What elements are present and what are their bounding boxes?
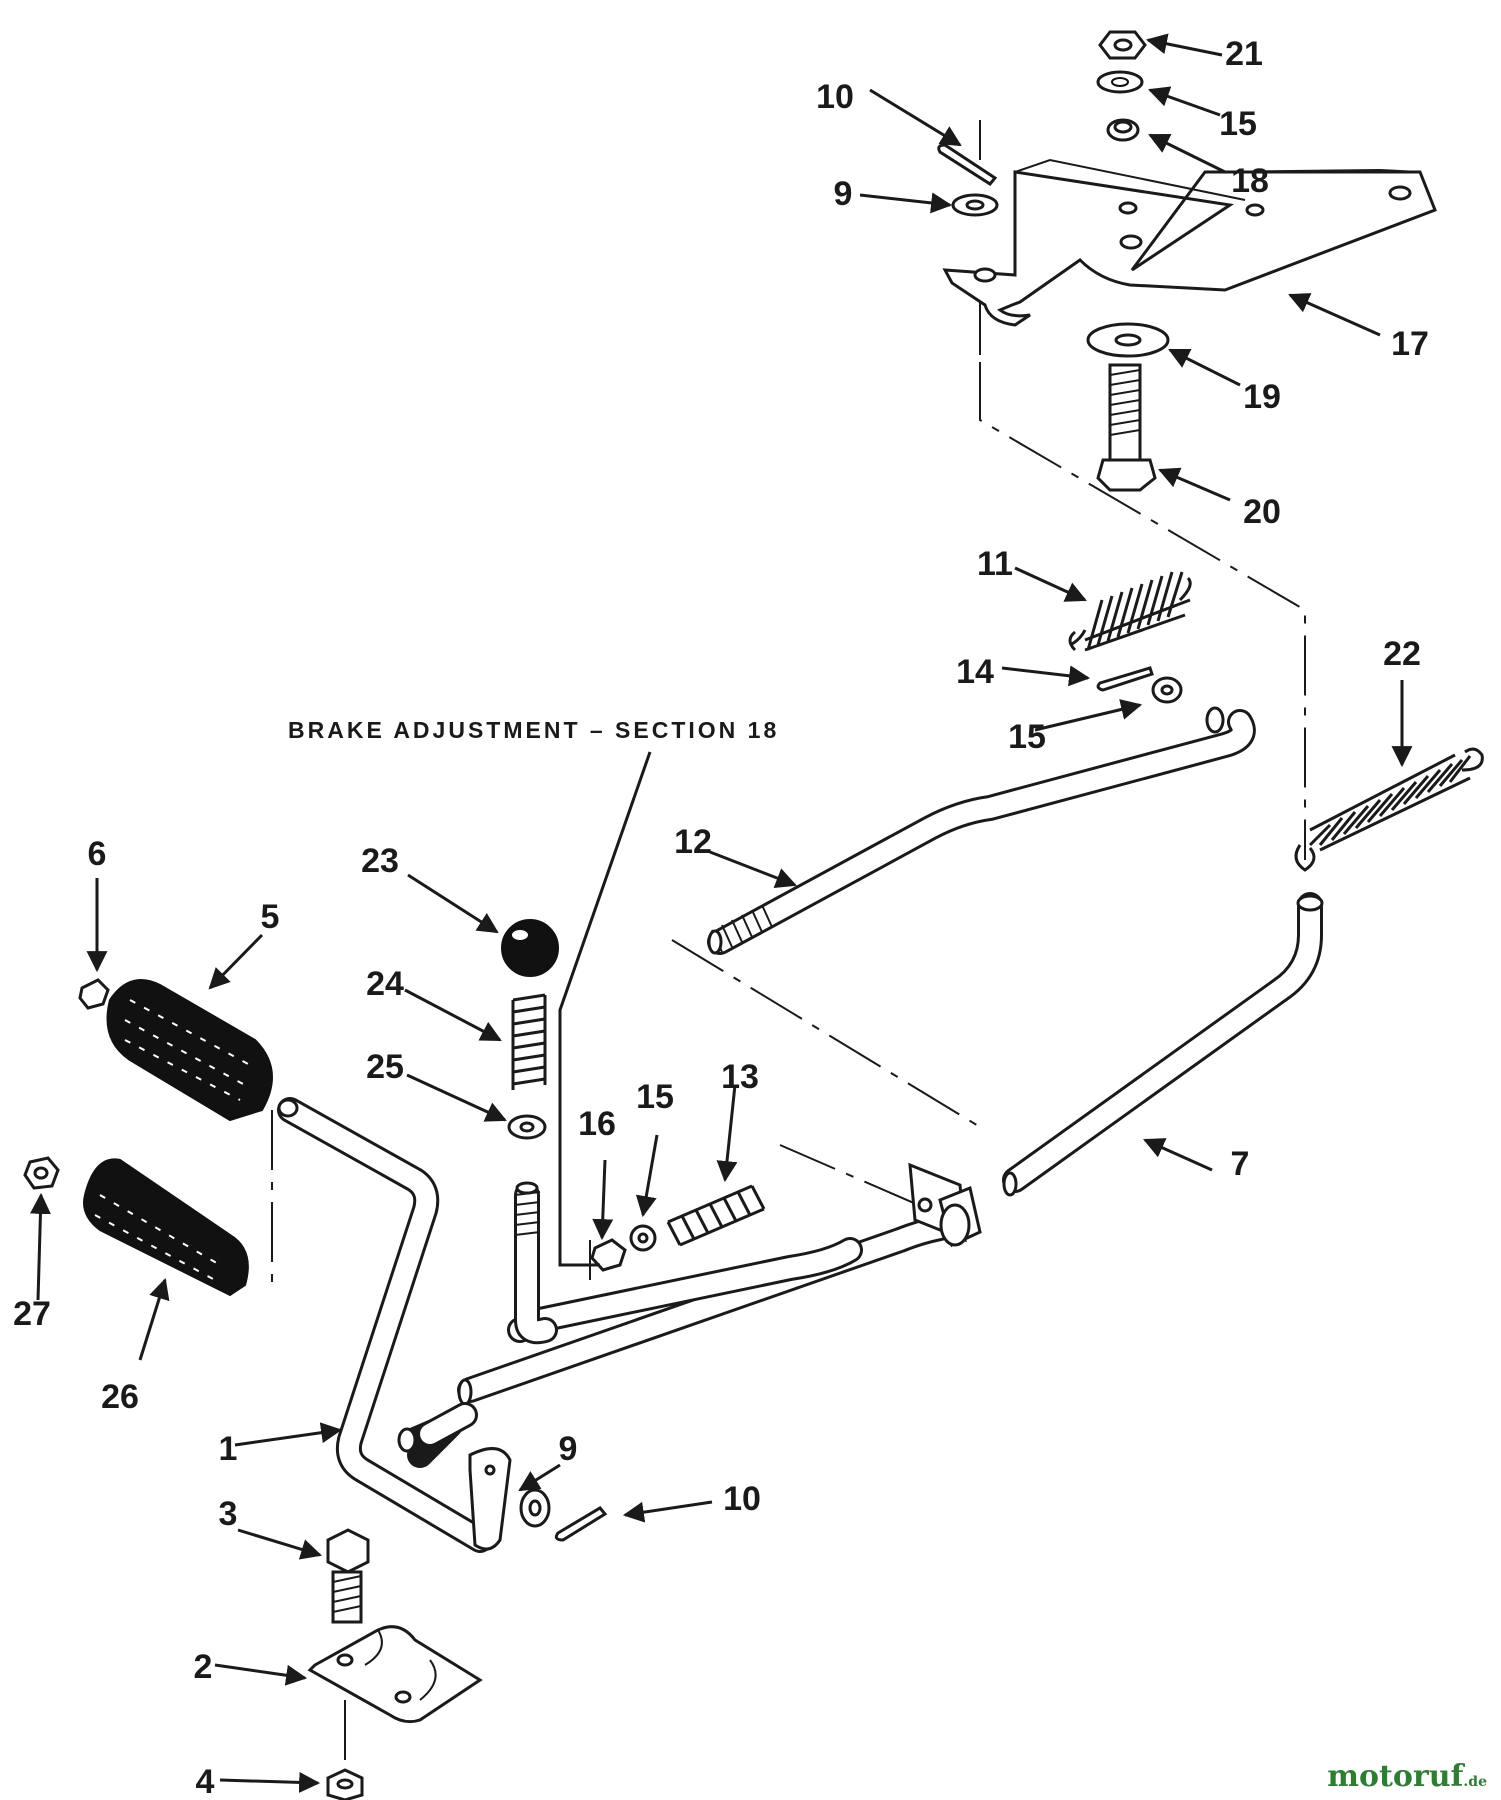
- callout-labels: 1 2 3 4 5 6 7 9 9 10 10 11 12 13 14 15 1…: [13, 35, 1429, 1800]
- callout-22: 22: [1383, 635, 1421, 673]
- callout-25: 25: [366, 1048, 404, 1086]
- callout-1: 1: [219, 1430, 238, 1468]
- callout-18: 18: [1231, 162, 1269, 200]
- callout-11: 11: [977, 545, 1013, 583]
- pedal-pad-26: [83, 1158, 249, 1297]
- pedal-nuts: [23, 978, 110, 1190]
- callout-15-spring: 15: [1008, 718, 1046, 756]
- callout-5: 5: [261, 898, 280, 936]
- callout-6: 6: [88, 835, 107, 873]
- pivot-block: [908, 1162, 982, 1248]
- callout-27: 27: [13, 1295, 51, 1333]
- lower-pin-and-washer: [519, 1488, 608, 1542]
- callout-15-adjuster: 15: [636, 1078, 674, 1116]
- callout-21: 21: [1225, 35, 1263, 73]
- pedal-pad-5: [106, 979, 273, 1122]
- callout-12: 12: [674, 823, 712, 861]
- mounting-bracket: [942, 158, 1437, 327]
- callout-17: 17: [1391, 325, 1429, 363]
- callout-19: 19: [1243, 378, 1281, 416]
- leader-arrows: [29, 33, 1413, 1793]
- callout-9-upper: 9: [834, 175, 853, 213]
- callout-10-lower: 10: [723, 1480, 761, 1518]
- bracket-hardware: [1086, 30, 1170, 492]
- callout-9-lower: 9: [559, 1430, 578, 1468]
- callout-14: 14: [956, 653, 994, 691]
- watermark-logo: motoruf.de: [1327, 1759, 1487, 1794]
- callout-4: 4: [196, 1763, 215, 1800]
- adjuster-assembly: [590, 1184, 766, 1272]
- spring-pin-and-washer: [1096, 666, 1183, 704]
- callout-26: 26: [101, 1378, 139, 1416]
- watermark-suffix: .de: [1463, 1774, 1487, 1790]
- callout-23: 23: [361, 842, 399, 880]
- rod-12: [707, 706, 1256, 955]
- brake-adjustment-note: BRAKE ADJUSTMENT – SECTION 18: [288, 717, 779, 743]
- pedal-lever: [277, 1097, 512, 1553]
- callout-20: 20: [1243, 493, 1281, 531]
- knob-assembly: [501, 919, 559, 1140]
- alignment-lines: [271, 120, 1306, 1800]
- brake-adjustment-leader: [558, 751, 652, 1267]
- callout-16: 16: [578, 1105, 616, 1143]
- callout-13: 13: [721, 1058, 759, 1096]
- callout-24: 24: [366, 965, 404, 1003]
- callout-7: 7: [1231, 1145, 1250, 1183]
- watermark-text: motoruf: [1327, 1759, 1464, 1794]
- spring-right: [1294, 747, 1484, 872]
- callout-2: 2: [194, 1648, 213, 1686]
- callout-15-bracket: 15: [1219, 105, 1257, 143]
- callout-3: 3: [219, 1495, 238, 1533]
- spring-upper: [1068, 571, 1192, 652]
- callout-10-upper: 10: [816, 78, 854, 116]
- rod-7: [1002, 892, 1324, 1197]
- floor-plate-assembly: [307, 1528, 483, 1800]
